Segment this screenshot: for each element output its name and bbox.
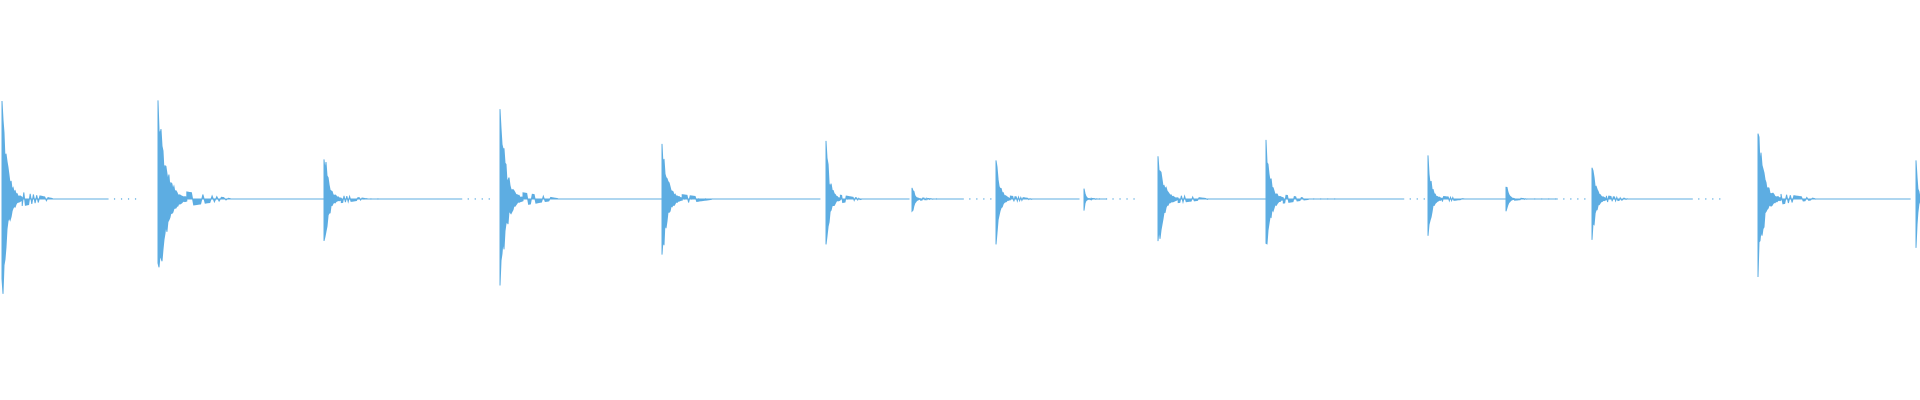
waveform-transient	[661, 143, 849, 255]
waveform-transient	[323, 159, 490, 242]
tail-dot	[481, 198, 483, 200]
transient-envelope	[1, 100, 23, 294]
transient-envelope	[499, 109, 524, 286]
waveform-transient	[1, 100, 137, 294]
tail-dot	[1133, 198, 1135, 200]
transient-envelope	[1265, 139, 1284, 245]
transient-envelope	[1427, 155, 1443, 236]
tail-dot	[1577, 198, 1579, 200]
tail-dot	[474, 198, 476, 200]
tail-dot	[1584, 198, 1586, 200]
waveform-transient	[157, 100, 379, 268]
transient-envelope	[1915, 160, 1920, 248]
transient-envelope	[1757, 133, 1782, 278]
transient-sustain	[681, 194, 713, 203]
waveform-transient	[1083, 188, 1135, 211]
transient-envelope	[825, 140, 841, 245]
transient-sustain	[186, 191, 231, 206]
waveform-transient	[1757, 133, 1918, 278]
tail-dot	[113, 198, 116, 200]
waveform-transient	[1265, 139, 1432, 245]
tail-dot	[983, 198, 985, 200]
tail-dot	[990, 198, 992, 200]
waveform-transient	[825, 140, 938, 245]
tail-dot	[120, 198, 123, 200]
waveform-transient	[1427, 155, 1557, 236]
transient-sustain	[1177, 194, 1209, 205]
tail-dot	[1119, 198, 1121, 200]
transient-sustain	[1441, 195, 1465, 203]
tail-dot	[1712, 198, 1714, 200]
waveform-transient	[995, 160, 1108, 245]
transient-envelope	[1157, 156, 1179, 242]
tail-dot	[976, 198, 978, 200]
tail-dot	[1423, 198, 1425, 200]
tail-dot	[127, 198, 130, 200]
transient-envelope	[995, 160, 1011, 245]
transient-envelope	[911, 187, 922, 213]
waveform-transient	[1591, 167, 1721, 240]
transient-envelope	[1505, 186, 1516, 212]
transient-envelope	[1591, 167, 1607, 240]
tail-dot	[1112, 198, 1114, 200]
tail-dot	[467, 198, 469, 200]
transient-envelope	[323, 159, 342, 242]
tail-dot	[1719, 198, 1721, 200]
waveform-transient	[1505, 186, 1586, 212]
tail-dot	[134, 198, 137, 200]
tail-dot	[1416, 198, 1418, 200]
tail-dot	[1409, 198, 1411, 200]
tail-dot	[1126, 198, 1128, 200]
tail-dot	[1698, 198, 1700, 200]
tail-dot	[969, 198, 971, 200]
tail-dot	[1705, 198, 1707, 200]
transient-envelope	[157, 100, 188, 268]
transient-envelope	[1083, 188, 1091, 211]
waveform-transient	[1915, 160, 1920, 248]
transient-sustain	[1282, 194, 1310, 204]
waveform-group	[1, 100, 1920, 294]
tail-dot	[1563, 198, 1565, 200]
tail-dot	[488, 198, 490, 200]
waveform-transient	[911, 187, 992, 213]
transient-envelope	[661, 143, 683, 255]
tail-dot	[1570, 198, 1572, 200]
